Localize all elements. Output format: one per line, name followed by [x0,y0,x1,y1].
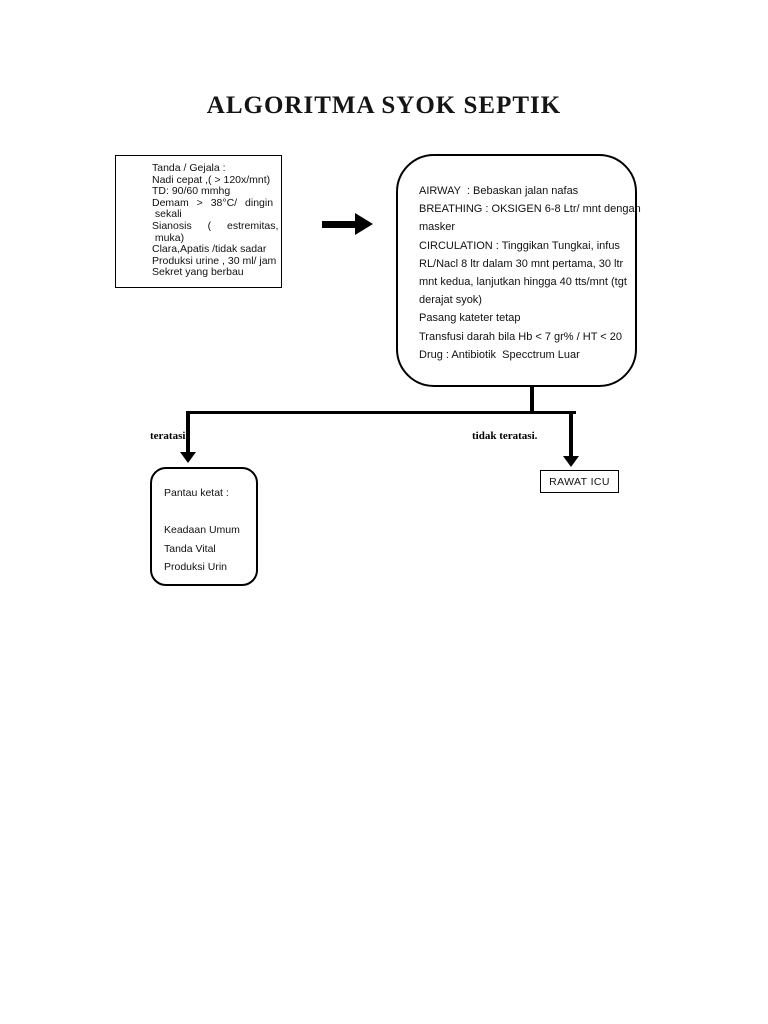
page-title: ALGORITMA SYOK SEPTIK [206,92,562,119]
branch-horizontal-line [186,411,576,414]
monitor-line: Keadaan Umum [164,524,240,537]
arrow-head [180,452,196,463]
symptoms-line: Demam > 38°C/ dingin [152,196,274,209]
monitor-line: Tanda Vital [164,542,216,555]
treatment-line: Pasang kateter tetap [419,312,521,325]
treatment-line: RL/Nacl 8 ltr dalam 30 mnt pertama, 30 l… [419,257,624,270]
treatment-line: mnt kedua, lanjutkan hingga 40 tts/mnt (… [419,276,627,289]
branch-label-resolved: teratasi [150,430,186,442]
treatment-line: Drug : Antibiotik Specctrum Luar [419,348,580,361]
treatment-line: Transfusi darah bila Hb < 7 gr% / HT < 2… [419,330,622,343]
arrow-shaft [322,221,356,228]
branch-label-not-resolved: tidak teratasi. [472,430,538,442]
icu-box: RAWAT ICU [540,470,619,493]
symptoms-line: Clara,Apatis /tidak sadar [152,243,267,256]
symptoms-line: sekali [152,208,182,221]
symptoms-line: Tanda / Gejala : [152,162,226,174]
treatment-line: masker [419,221,456,234]
monitor-box: Pantau ketat : Keadaan Umum Tanda Vital … [150,467,258,586]
arrow-head [355,213,373,235]
monitor-line: Pantau ketat : [164,487,229,499]
treatment-line: derajat syok) [419,294,482,307]
arrow-shaft [186,411,190,453]
symptoms-line: Sekret yang berbau [152,266,244,279]
treatment-line: CIRCULATION : Tinggikan Tungkai, infus [419,239,620,252]
treatment-box: AIRWAY : Bebaskan jalan nafas BREATHING … [396,154,641,387]
monitor-line [164,503,256,522]
symptoms-line: muka) [152,231,185,244]
icu-label: RAWAT ICU [549,475,610,488]
treatment-line: AIRWAY : Bebaskan jalan nafas [419,185,579,197]
symptoms-box: Tanda / Gejala : Nadi cepat ,( > 120x/mn… [115,155,282,288]
symptoms-line: Sianosis ( estremitas, [152,219,279,232]
treatment-line: BREATHING : OKSIGEN 6-8 Ltr/ mnt dengan [419,203,641,216]
symptoms-line: Produksi urine , 30 ml/ jam [152,254,277,267]
monitor-line: Produksi Urin [164,561,228,574]
symptoms-line: TD: 90/60 mmhg [152,185,231,198]
flow-arrow-right-icon [322,213,373,236]
connector-vertical-line [530,386,534,413]
arrow-shaft [569,411,573,457]
arrow-head [563,456,579,467]
symptoms-line: Nadi cepat ,( > 120x/mnt) [152,173,271,186]
